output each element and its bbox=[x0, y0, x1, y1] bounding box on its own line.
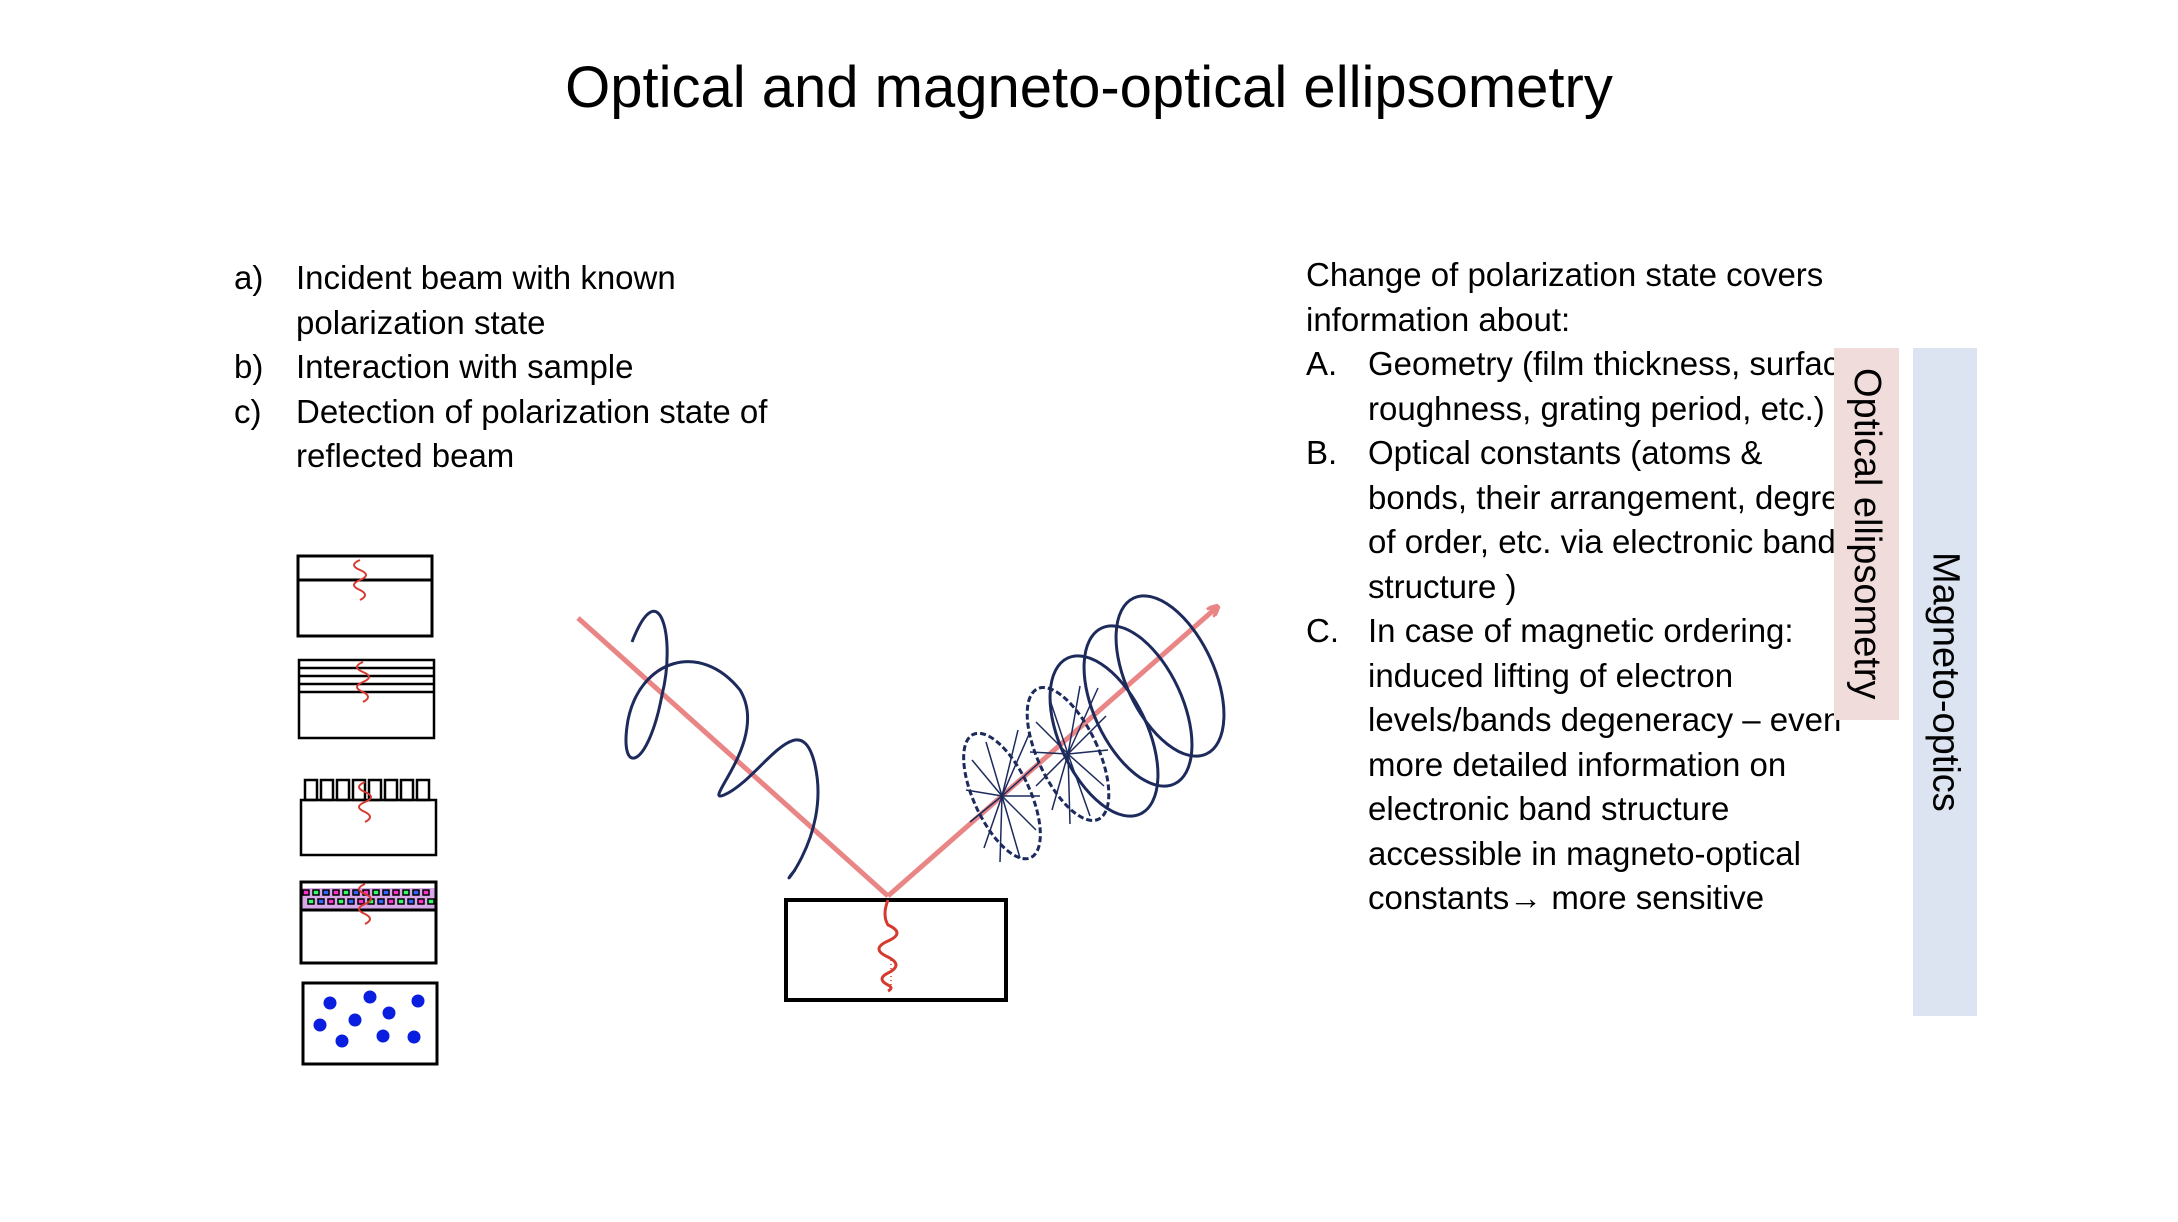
steps-list: a) Incident beam with known polarization … bbox=[234, 256, 774, 479]
sample-particles bbox=[301, 981, 439, 1066]
list-text: Interaction with sample bbox=[296, 348, 634, 385]
sample-block bbox=[784, 898, 1008, 1002]
list-item: a) Incident beam with known polarization … bbox=[234, 256, 774, 345]
optical-ellipsometry-label: Optical ellipsometry bbox=[1846, 368, 1888, 700]
incident-beam bbox=[576, 616, 890, 898]
magneto-optics-label: Magneto-optics bbox=[1924, 552, 1967, 812]
list-item: A. Geometry (film thickness, surface roug… bbox=[1306, 342, 1866, 431]
penetrating-wave bbox=[877, 899, 899, 993]
optical-ellipsometry-band: Optical ellipsometry bbox=[1834, 348, 1899, 720]
slide-title: Optical and magneto-optical ellipsometry bbox=[565, 55, 1613, 120]
polarization-ellipse bbox=[962, 685, 1111, 863]
list-text: Geometry (film thickness, surface roughn… bbox=[1368, 345, 1858, 427]
probe-wave-icon bbox=[358, 883, 372, 925]
list-text: In case of magnetic ordering: induced li… bbox=[1368, 612, 1842, 916]
incident-wave bbox=[624, 610, 820, 880]
info-list: A. Geometry (film thickness, surface roug… bbox=[1306, 342, 1866, 921]
probe-wave-icon bbox=[356, 661, 370, 703]
magneto-optics-band: Magneto-optics bbox=[1913, 348, 1977, 1016]
list-marker: a) bbox=[234, 259, 264, 296]
list-item: C. In case of magnetic ordering: induced … bbox=[1306, 609, 1866, 921]
sample-multilayer bbox=[297, 658, 436, 740]
sample-thin-film bbox=[296, 554, 434, 638]
reflected-beam bbox=[886, 608, 1216, 898]
sample-mixed-layer bbox=[299, 880, 438, 965]
probe-wave-icon bbox=[353, 559, 367, 601]
list-marker: C. bbox=[1306, 612, 1339, 649]
probe-wave-icon bbox=[358, 781, 372, 823]
list-text: Detection of polarization state of refle… bbox=[296, 392, 768, 475]
info-intro: Change of polarization state covers info… bbox=[1306, 256, 1824, 338]
list-marker: A. bbox=[1306, 345, 1338, 382]
list-item: b) Interaction with sample bbox=[234, 345, 774, 390]
reflected-polarization-helix bbox=[1048, 594, 1226, 818]
list-text: Incident beam with known polarization st… bbox=[296, 259, 676, 341]
list-item: c) Detection of polarization state of ref… bbox=[234, 390, 774, 479]
list-marker: c) bbox=[234, 392, 262, 430]
list-marker: B. bbox=[1306, 434, 1338, 471]
list-text: Optical constants (atoms & bonds, their … bbox=[1368, 434, 1858, 605]
list-item: B. Optical constants (atoms & bonds, thei… bbox=[1306, 431, 1866, 609]
list-marker: b) bbox=[234, 348, 264, 385]
sample-grating bbox=[299, 778, 438, 857]
